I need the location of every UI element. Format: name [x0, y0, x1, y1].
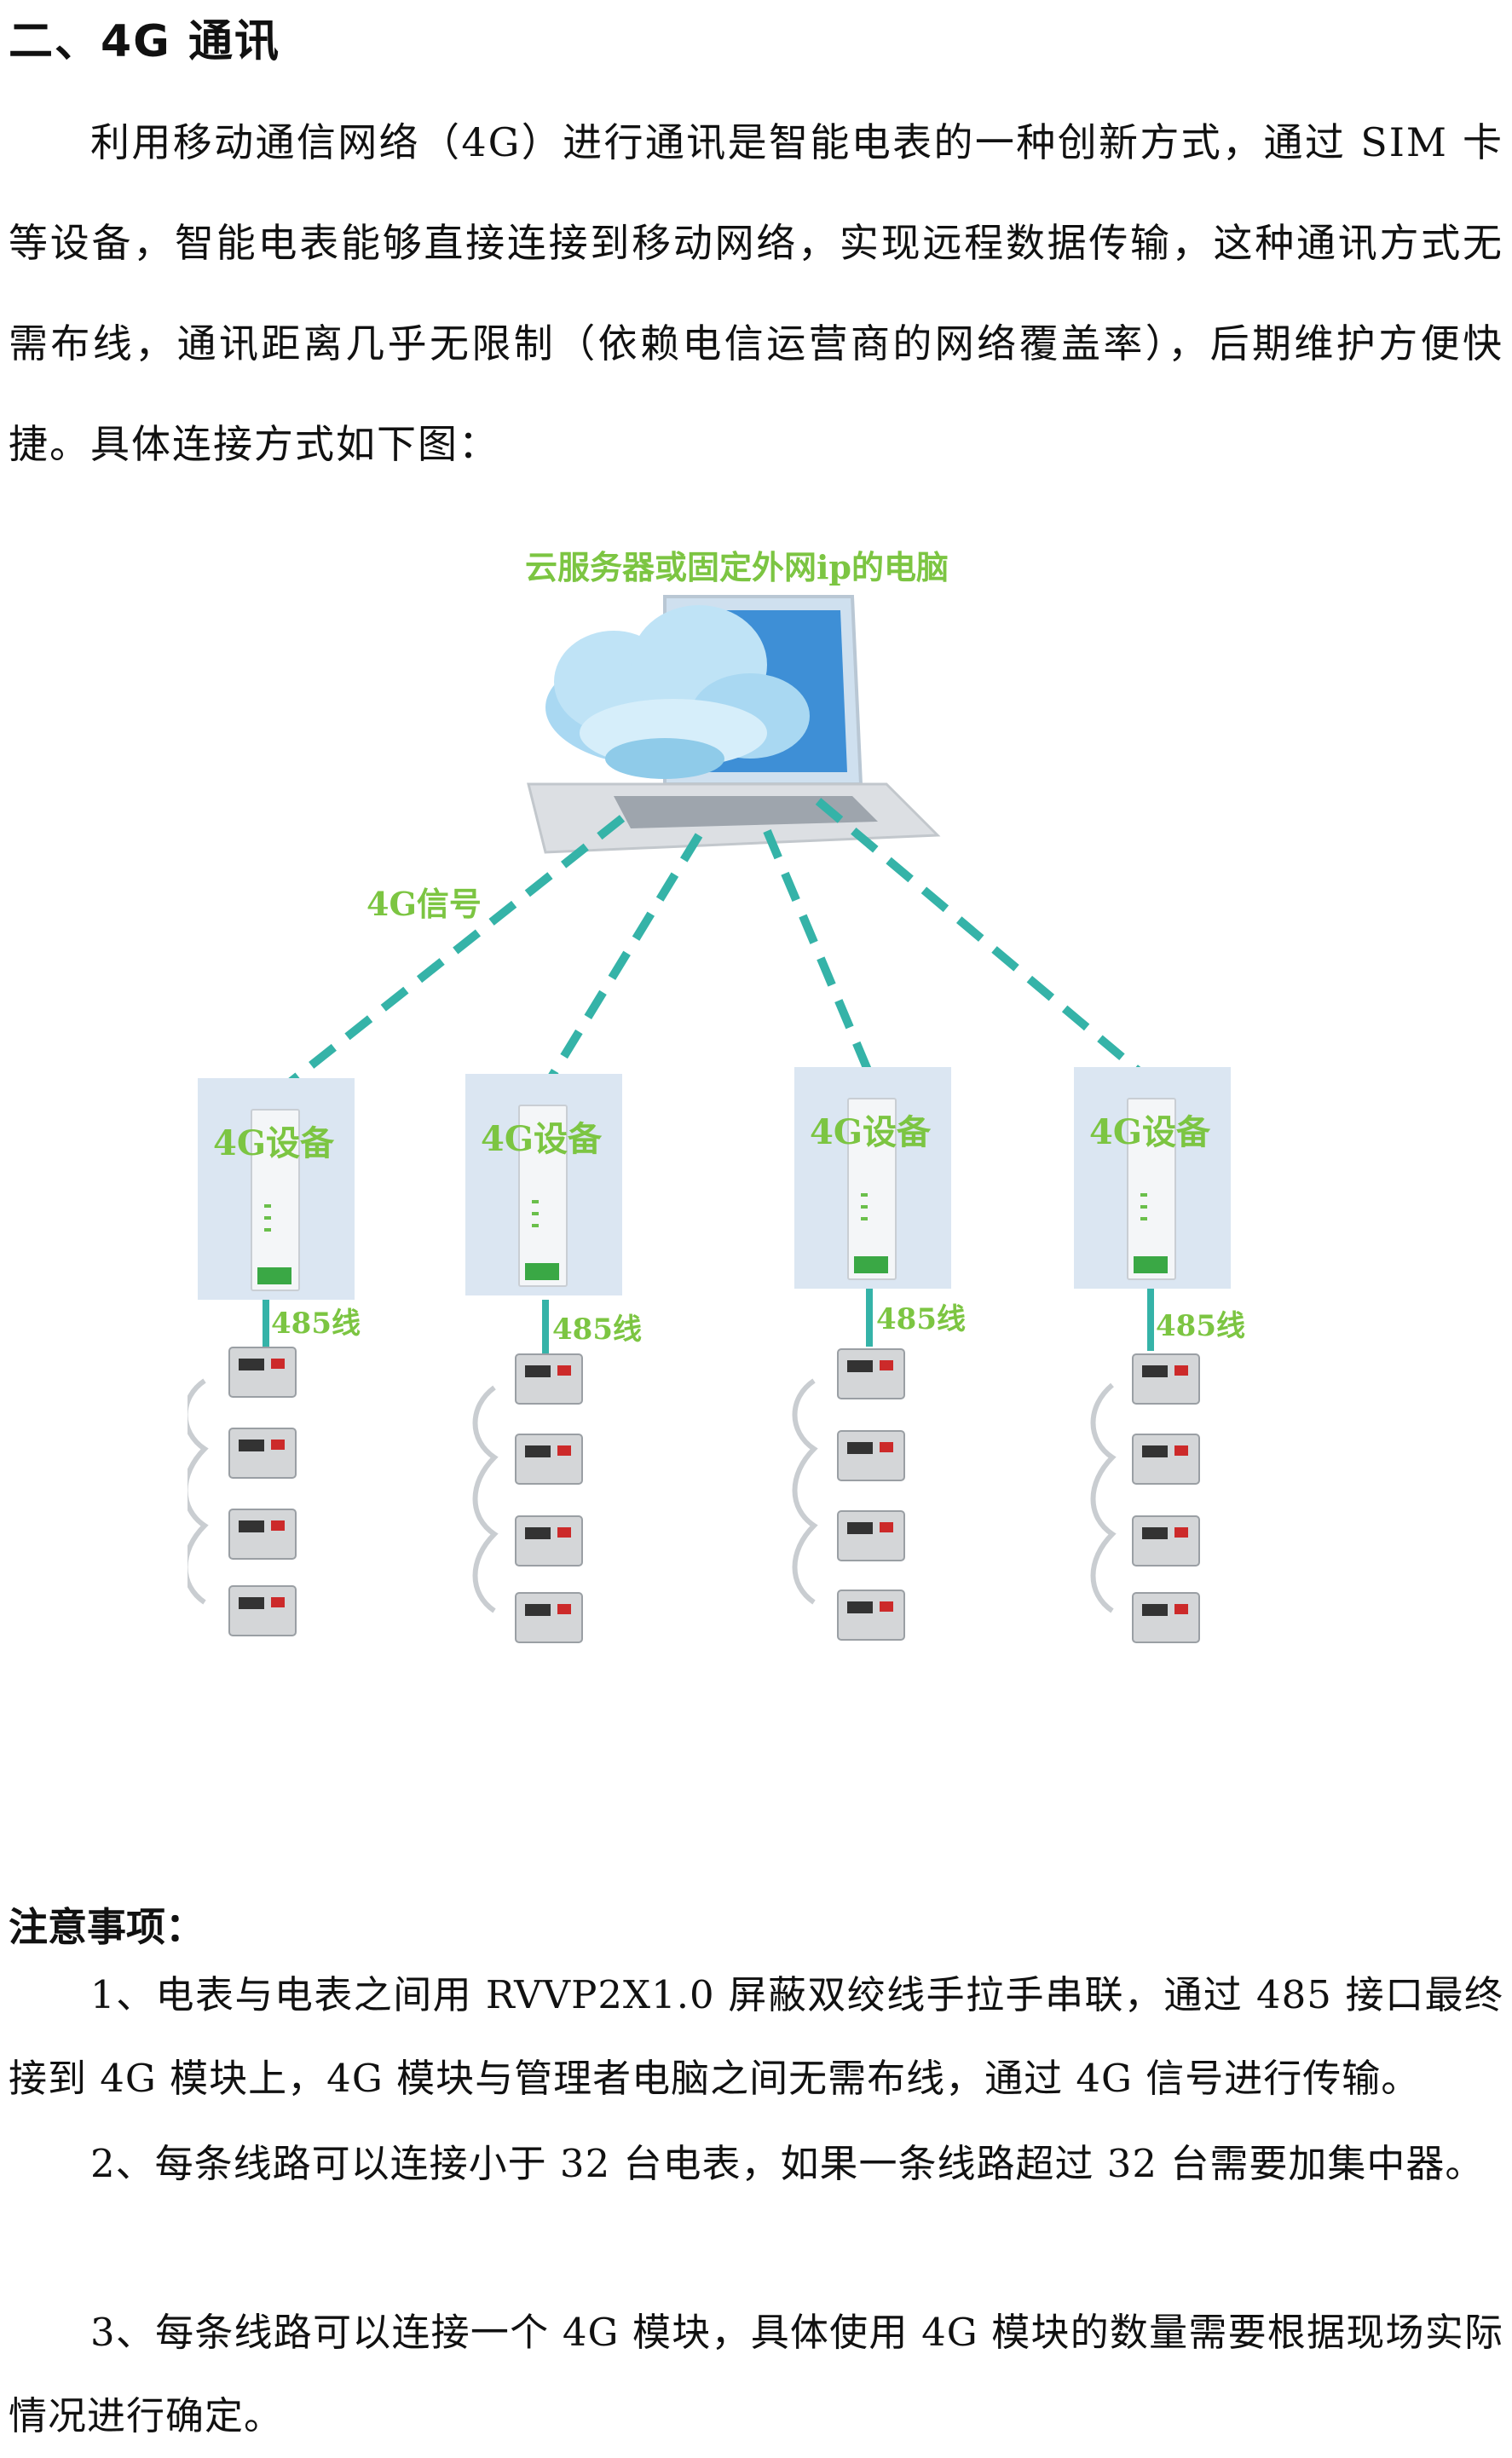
note-item-1: 1、电表与电表之间用 RVVP2X1.0 屏蔽双绞线手拉手串联，通过 485 接… [9, 1972, 1503, 2101]
device-label: 4G设备 [1089, 1112, 1210, 1152]
diagram-graphics [188, 595, 1154, 1613]
notes-title: 注意事项： [9, 1904, 205, 1950]
4g-signal-links [286, 798, 1146, 1089]
section-heading: 二、4G 通讯 [9, 16, 280, 67]
4g-device-3: 4G设备 [794, 1067, 951, 1289]
meter-icon [515, 1515, 583, 1567]
meter-icon [837, 1590, 905, 1641]
server-label: 云服务器或固定外网ip的电脑 [525, 548, 949, 586]
4g-module-icon [1127, 1098, 1176, 1280]
meter-icon [228, 1585, 297, 1636]
meter-icon [515, 1353, 583, 1405]
meter-icon [1132, 1515, 1200, 1567]
device-label: 4G设备 [481, 1119, 602, 1159]
meter-icon [1132, 1434, 1200, 1485]
device-label: 4G设备 [213, 1123, 334, 1163]
meter-icon [837, 1348, 905, 1399]
4g-device-2: 4G设备 [465, 1074, 622, 1295]
meter-icon [837, 1510, 905, 1561]
4g-module-icon [518, 1105, 568, 1287]
meter-icon [228, 1347, 297, 1398]
intro-paragraph: 利用移动通信网络（4G）进行通讯是智能电表的一种创新方式，通过 SIM 卡等设备… [9, 119, 1503, 467]
485-line-label-1: 485线 [271, 1307, 361, 1341]
485-line-label-2: 485线 [552, 1313, 642, 1347]
485-wires [263, 1287, 1154, 1353]
meter-icon [515, 1592, 583, 1643]
connection-diagram: 云服务器或固定外网ip的电脑 4G信号 4G设备 4G设备 4G设备 4G设备 … [188, 528, 1330, 1739]
4g-module-icon [251, 1109, 300, 1291]
485-line-label-3: 485线 [876, 1302, 966, 1336]
meter-icon [1132, 1353, 1200, 1405]
note-item-3: 3、每条线路可以连接一个 4G 模块，具体使用 4G 模块的数量需要根据现场实际… [9, 2310, 1503, 2438]
signal-label: 4G信号 [366, 885, 482, 923]
meter-icon [228, 1428, 297, 1479]
note-item-2: 2、每条线路可以连接小于 32 台电表，如果一条线路超过 32 台需要加集中器。 [90, 2141, 1485, 2186]
meter-icon [837, 1430, 905, 1481]
4g-device-1: 4G设备 [198, 1078, 355, 1300]
4g-device-4: 4G设备 [1074, 1067, 1231, 1289]
485-line-label-4: 485线 [1156, 1309, 1245, 1343]
device-label: 4G设备 [810, 1112, 931, 1152]
meter-chain-cables [188, 1378, 1117, 1613]
cloud-icon [545, 605, 810, 779]
meter-icon [1132, 1592, 1200, 1643]
4g-module-icon [847, 1098, 897, 1280]
meter-icon [515, 1434, 583, 1485]
meter-icon [228, 1509, 297, 1560]
